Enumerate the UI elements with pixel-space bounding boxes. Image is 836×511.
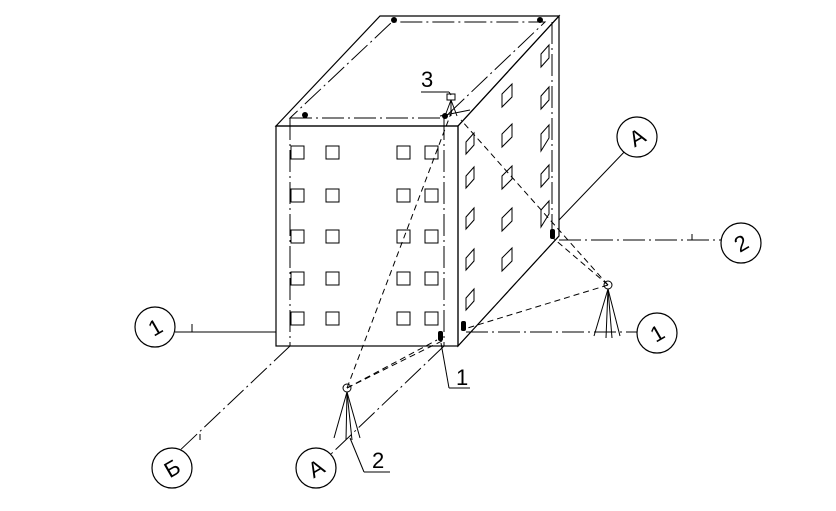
window [325, 229, 340, 244]
window [325, 311, 340, 326]
sight-line [460, 284, 609, 331]
tripod-instrument [593, 280, 621, 339]
window [540, 123, 550, 153]
window [424, 271, 439, 286]
callout-1-label: 1 [456, 365, 468, 390]
window [290, 229, 305, 244]
base-mark [550, 229, 555, 239]
axis-line-A-upper-base [457, 235, 560, 347]
roof-marker [391, 17, 397, 23]
window [290, 188, 305, 203]
window [325, 271, 340, 286]
axis-bubble-1-left: 1 [134, 306, 176, 348]
axis-bubble-A-upper: А [616, 116, 658, 158]
window [424, 188, 439, 203]
window [396, 145, 411, 160]
window [465, 287, 475, 312]
axis-line-B [174, 345, 291, 456]
window [424, 229, 439, 244]
callout-3-leader [448, 91, 452, 96]
roof-instrument [439, 93, 471, 117]
window [465, 165, 475, 190]
roof-marker [302, 112, 308, 118]
window [540, 85, 550, 111]
window [325, 188, 340, 203]
window [465, 206, 475, 231]
window [396, 271, 411, 286]
callout-3-label: 3 [421, 67, 433, 92]
axis-bubble-2: 2 [720, 222, 762, 264]
side-windows [465, 43, 550, 312]
window [290, 271, 305, 286]
window [501, 246, 513, 273]
window [501, 82, 513, 109]
roof-marker [537, 17, 543, 23]
callout-2-leader [349, 437, 365, 473]
window [540, 163, 550, 189]
sight-line [346, 339, 438, 389]
window [396, 311, 411, 326]
axis-line-A-lower [329, 345, 445, 456]
callout-1-leader [440, 342, 450, 389]
window [540, 43, 550, 69]
axis-bubble-A-lower: А [295, 447, 337, 489]
sight-line [460, 119, 609, 286]
window [290, 145, 305, 160]
axis-line-A-upper [558, 147, 629, 221]
window [465, 131, 475, 156]
front-windows [290, 145, 439, 326]
window [396, 229, 411, 244]
callout-2-label: 2 [372, 448, 384, 473]
base-mark [461, 321, 466, 331]
sight-line [346, 339, 445, 389]
window [501, 206, 513, 233]
axis-bubble-1-right: 1 [636, 312, 678, 354]
window [465, 247, 475, 272]
window [396, 188, 411, 203]
building-roof [274, 15, 561, 127]
tripod-instrument [333, 383, 361, 441]
window [501, 164, 513, 191]
window [424, 145, 439, 160]
window [501, 122, 513, 149]
roof-offset-line [288, 21, 547, 119]
window [424, 311, 439, 326]
base-mark [438, 331, 443, 341]
sight-line [552, 237, 609, 286]
window [290, 311, 305, 326]
window [325, 145, 340, 160]
axis-bubble-B: Б [151, 447, 193, 489]
